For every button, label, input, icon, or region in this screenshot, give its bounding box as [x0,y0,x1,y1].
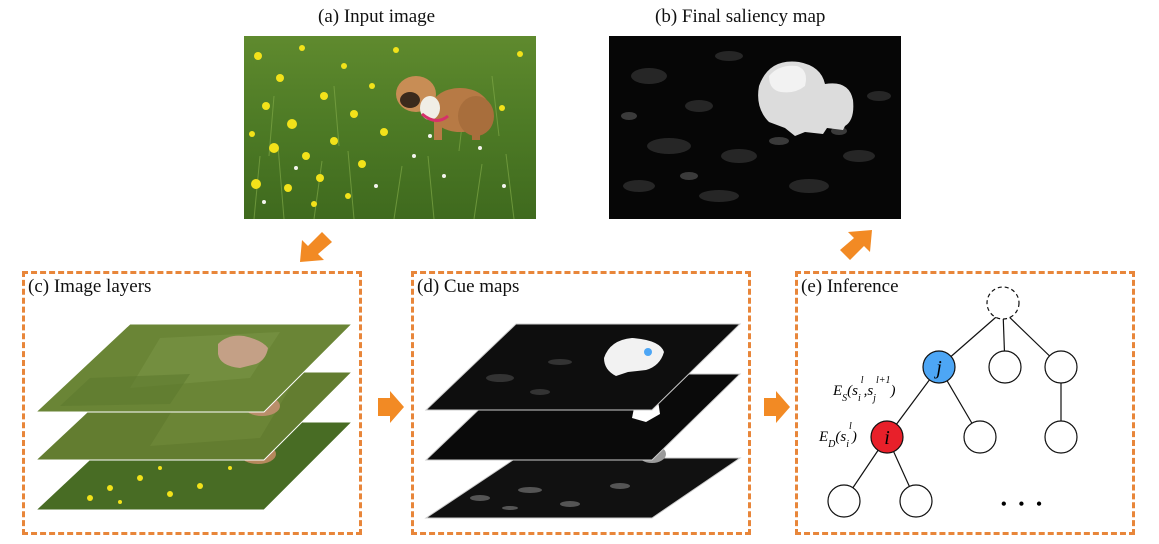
inference-panel [795,271,1135,535]
tree-ellipsis: • • • [1001,496,1046,513]
tree-node [1044,350,1078,384]
node-j-label: j [933,357,942,379]
tree-root-node [986,286,1020,320]
cue-marker-blue [644,348,652,356]
cue-maps-stack [424,323,742,519]
cue-maps-panel [411,271,751,535]
smoothness-energy-label: ES(sil,sjl+1) [832,375,895,404]
image-layers-panel [22,271,362,535]
inference-title: (e) Inference [801,276,899,297]
tree-node-i [870,420,904,454]
salient-dog-region [758,61,854,136]
dog-shape [396,76,494,140]
arrow-to-inference [764,391,790,423]
input-image [244,36,536,219]
inference-tree: j i ES(sil,sjl+1) ED(sil) • • • [818,286,1078,518]
saliency-map-image [609,36,901,219]
image-layers-title: (c) Image layers [28,276,152,297]
arrow-to-layers [300,232,332,262]
arrow-to-saliency [840,230,872,260]
node-i-label: i [884,427,890,449]
tree-node [988,350,1022,384]
tree-node [1044,420,1078,454]
tree-node [827,484,861,518]
cue-maps-title: (d) Cue maps [417,276,520,297]
tree-node-j [922,350,956,384]
saliency-map-caption: (b) Final saliency map [655,6,826,27]
arrow-to-cues [378,391,404,423]
tree-node [899,484,933,518]
input-image-caption: (a) Input image [318,6,436,27]
image-layers-stack [34,323,354,511]
tree-node [963,420,997,454]
yellow-flowers [249,45,523,207]
data-energy-label: ED(sil) [818,421,857,450]
